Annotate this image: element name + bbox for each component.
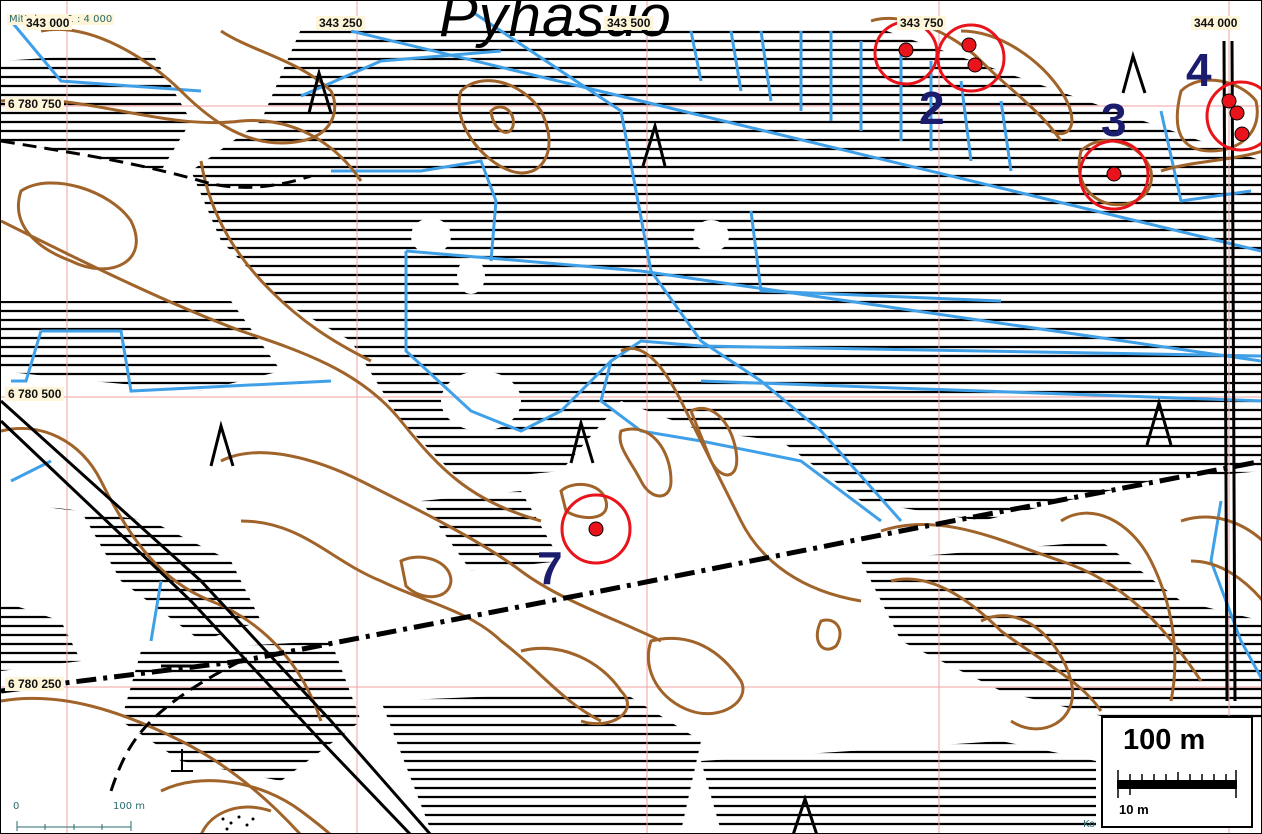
scale-sub-label: 10 m [1119, 802, 1149, 817]
mini-scale-end: 100 m [113, 801, 146, 812]
site-number-4[interactable]: 4 [1186, 44, 1212, 96]
mini-scale-bar [16, 821, 132, 831]
site-number-2[interactable]: 2 [919, 82, 945, 134]
easting-label: 343 500 [604, 16, 654, 30]
scale-main-label: 100 m [1123, 724, 1206, 756]
easting-label: 344 000 [1191, 16, 1241, 30]
scale-box: 100 m 10 m [1101, 716, 1253, 828]
northing-label: 6 780 250 [5, 677, 65, 691]
contour-lines [1, 16, 1261, 833]
mini-scale-start: 0 [13, 801, 20, 812]
scale-bar-icon [1117, 770, 1237, 798]
easting-label: 343 750 [897, 16, 947, 30]
site-number-3[interactable]: 3 [1101, 94, 1127, 146]
easting-label: 343 250 [316, 16, 366, 30]
water-ditches [9, 9, 1261, 681]
site-number-7[interactable]: 7 [537, 542, 563, 594]
rock-symbols [171, 50, 1173, 833]
footpaths [1, 139, 1261, 792]
corner-label: Ko [1083, 819, 1096, 830]
site-markers [560, 20, 1261, 565]
easting-label: 343 000 [23, 16, 73, 30]
northing-label: 6 780 750 [5, 97, 65, 111]
road-double-lines [1, 40, 1237, 833]
sand-dots [221, 815, 255, 831]
northing-label: 6 780 500 [5, 387, 65, 401]
